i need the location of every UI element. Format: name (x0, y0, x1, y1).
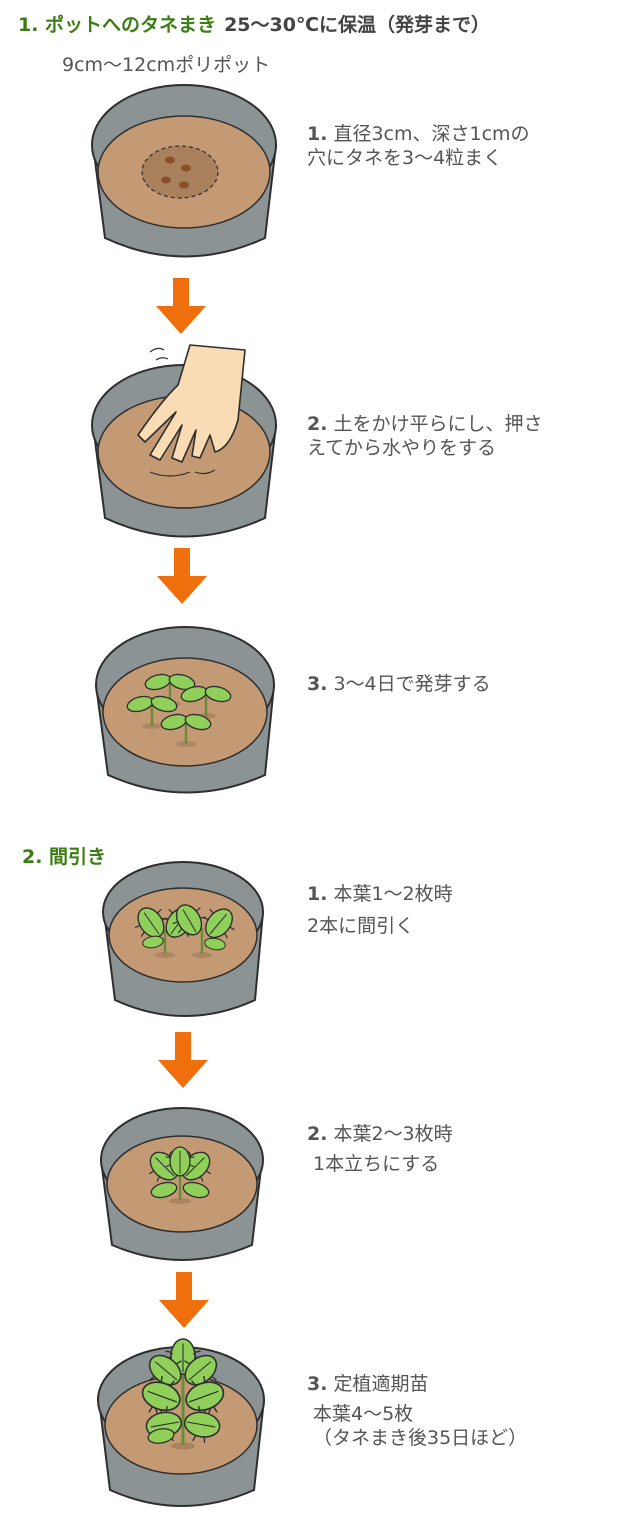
section2-title: 2. 間引き (22, 846, 107, 868)
arrow-3 (158, 1032, 208, 1088)
s1-step1-text: 1.直径3cm、深さ1cmの 穴にタネを3〜4粒まく (307, 122, 530, 170)
s1-step1-line1: 直径3cm、深さ1cmの (333, 123, 530, 145)
s2-step1-text: 1.本葉1〜2枚時 2本に間引く (307, 882, 453, 938)
s2-step3-num: 3. (307, 1373, 328, 1395)
s1-step2-text: 2.土をかけ平らにし、押さ えてから水やりをする (307, 412, 542, 460)
pot-size-label: 9cm〜12cmポリポット (62, 54, 271, 76)
section2-heading: 2. 間引き (22, 842, 106, 869)
s1-step2-num: 2. (307, 413, 328, 435)
s2-step3-line1: 定植適期苗 (333, 1373, 429, 1395)
s2-step1-line2: 2本に間引く (307, 915, 415, 937)
s2-step2-num: 2. (307, 1123, 328, 1145)
section1-note: 25〜30℃に保温（発芽まで） (224, 14, 490, 36)
pot-4 (102, 861, 265, 1017)
pot-5 (99, 1107, 264, 1261)
s1-step2-line1: 土をかけ平らにし、押さ (333, 413, 543, 435)
pot-6 (97, 1338, 266, 1507)
section1-heading: 1. ポットへのタネまき 25〜30℃に保温（発芽まで） (18, 10, 490, 37)
hand-icon (137, 344, 246, 463)
s2-step1-line1: 本葉1〜2枚時 (333, 883, 453, 905)
s2-step3-line2: 本葉4〜5枚 (313, 1403, 414, 1425)
arrow-2 (157, 548, 207, 604)
s1-step3-text: 3.3〜4日で発芽する (307, 672, 491, 696)
s1-step3-num: 3. (307, 673, 328, 695)
s1-step2-line2: えてから水やりをする (307, 437, 497, 459)
section1-title: 1. ポットへのタネまき (18, 14, 217, 36)
pot-2 (91, 344, 278, 538)
s1-step1-line2: 穴にタネを3〜4粒まく (307, 147, 503, 169)
pot-1 (91, 84, 278, 258)
s1-step1-num: 1. (307, 123, 328, 145)
s2-step3-line3: （タネまき後35日ほど） (313, 1427, 528, 1449)
s2-step1-num: 1. (307, 883, 328, 905)
s2-step2-text: 2.本葉2〜3枚時 1本立ちにする (307, 1122, 453, 1176)
s2-step3-text: 3.定植適期苗 本葉4〜5枚 （タネまき後35日ほど） (307, 1372, 527, 1450)
arrow-1 (156, 278, 206, 334)
arrow-4 (159, 1272, 209, 1328)
s2-step2-line2: 1本立ちにする (313, 1153, 440, 1175)
s2-step2-line1: 本葉2〜3枚時 (333, 1123, 453, 1145)
s1-step3-line1: 3〜4日で発芽する (333, 673, 491, 695)
pot-3 (94, 626, 276, 794)
